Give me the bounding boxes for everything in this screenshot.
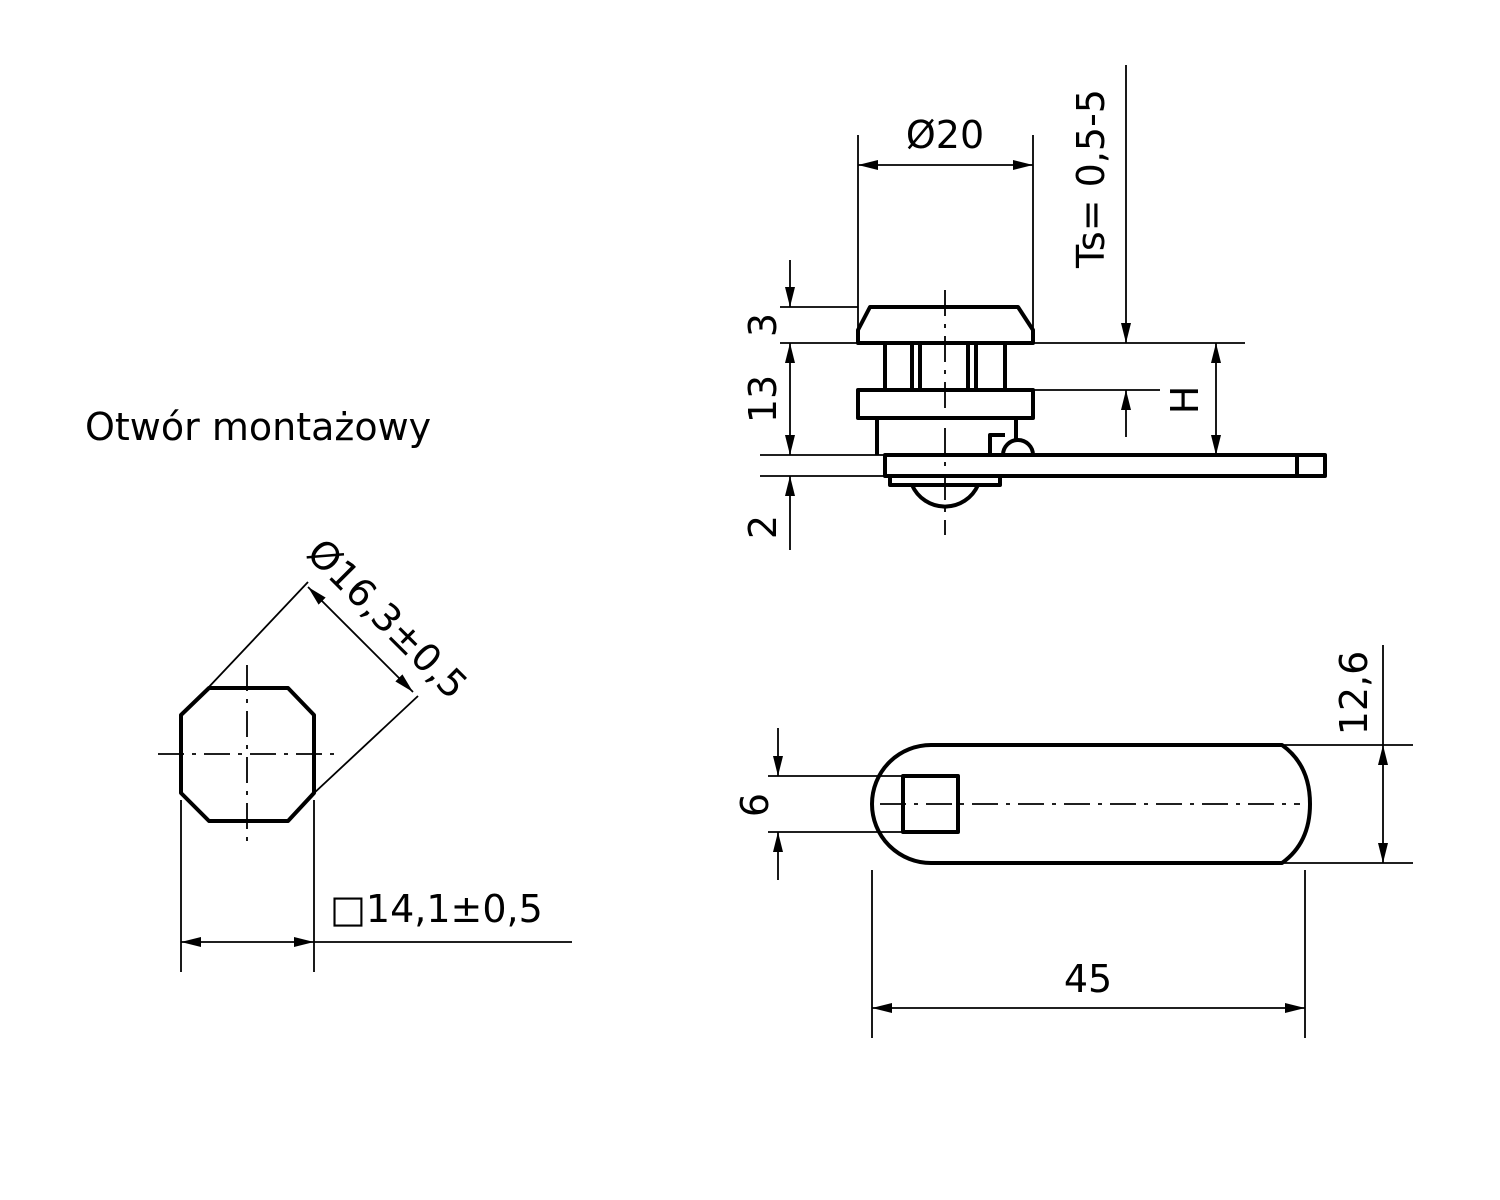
lock-body: [883, 343, 1007, 390]
cam-height-label: 2: [741, 515, 785, 539]
extension-line: [311, 695, 419, 796]
head-diameter-label: Ø20: [906, 113, 984, 157]
cam-outline: [870, 743, 1312, 865]
lock-nut: [856, 388, 1035, 420]
square-size-label: 6: [733, 793, 777, 817]
cam-width-label: 12,6: [1332, 651, 1376, 736]
mounting-hole-view: Otwór montażowy Ø16,3±0,5 □14,1±0,5: [85, 405, 572, 972]
hole-square-label: □14,1±0,5: [330, 887, 543, 931]
mounting-hole-title: Otwór montażowy: [85, 405, 431, 449]
cam-plate: [883, 453, 1327, 478]
lock-lower-body: [875, 418, 1018, 455]
lock-side-view: Ø20 Ts= 0,5-5 3 13 2 H: [741, 65, 1327, 550]
hole-diameter-label: Ø16,3±0,5: [299, 530, 476, 707]
head-height-label: 3: [741, 313, 785, 337]
cam-screw-washer: [888, 474, 1002, 487]
diameter-dimension-line: [307, 586, 414, 693]
cam-screw-head: [910, 484, 980, 509]
cam-length-label: 45: [1064, 957, 1112, 1001]
cam-stop-bump: [1001, 438, 1035, 456]
cam-top-view: 6 12,6 45: [733, 645, 1413, 1038]
cam-stop: [988, 433, 1005, 455]
panel-thickness-label: Ts= 0,5-5: [1069, 89, 1113, 269]
body-height-label: 13: [741, 375, 785, 423]
mounting-hole-outline: [179, 686, 316, 823]
h-label: H: [1163, 386, 1207, 415]
extension-line: [206, 581, 309, 690]
